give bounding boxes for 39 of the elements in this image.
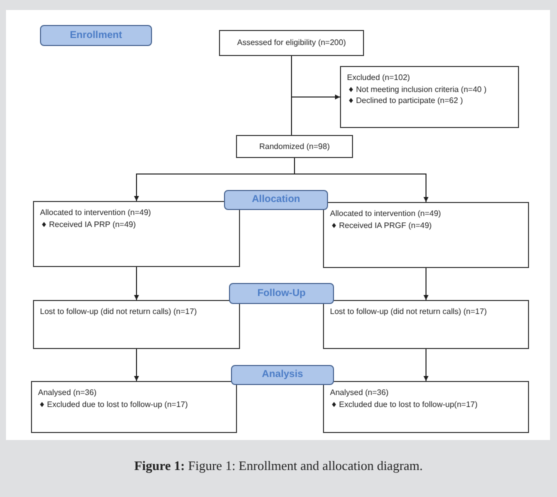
process-box — [323, 300, 529, 349]
arrow — [424, 268, 428, 300]
box-text: Excluded due to lost to follow-up (n=17) — [47, 398, 188, 410]
box-text: Excluded due to lost to follow-up(n=17) — [339, 398, 478, 410]
box-text: Lost to follow-up (did not return calls) (n=17) — [40, 306, 197, 318]
process-box — [340, 66, 519, 128]
box-text: Allocated to intervention (n=49) — [330, 208, 441, 220]
phase-title: Enrollment — [70, 30, 122, 42]
process-box — [323, 381, 529, 433]
process-box — [31, 381, 237, 433]
phase-tab — [229, 283, 334, 304]
process-box — [323, 202, 529, 268]
process-box — [219, 30, 364, 56]
process-box — [33, 300, 240, 349]
phase-tab — [40, 25, 152, 46]
phase-tab — [224, 190, 328, 210]
phase-title: Follow-Up — [257, 288, 306, 300]
box-text: Lost to follow-up (did not return calls) (n=17) — [330, 306, 487, 318]
box-text: Not meeting inclusion criteria (n=40 ) — [356, 84, 487, 95]
box-text: Randomized (n=98) — [259, 140, 330, 152]
box-text: Assessed for eligibility (n=200) — [237, 37, 346, 49]
process-box — [236, 135, 353, 158]
phase-tab — [231, 365, 334, 385]
phase-title: Analysis — [262, 369, 304, 381]
box-text: Excluded (n=102) — [347, 72, 410, 84]
box-text: Received IA PRGF (n=49) — [339, 220, 432, 231]
box-text: Analysed (n=36) — [330, 387, 388, 398]
box-text: Declined to participate (n=62 ) — [356, 95, 463, 106]
arrow — [134, 348, 139, 382]
arrow — [294, 158, 428, 202]
box-text: Analysed (n=36) — [38, 387, 96, 398]
phase-title: Allocation — [252, 194, 300, 206]
arrow — [134, 266, 139, 300]
figure-caption: Figure 1: Figure 1: Enrollment and allocation diagram. — [134, 458, 423, 474]
arrow — [291, 56, 340, 100]
box-text: Received IA PRP (n=49) — [49, 218, 136, 230]
box-text: Allocated to intervention (n=49) — [40, 207, 151, 218]
process-box — [33, 201, 240, 267]
arrow — [424, 348, 428, 382]
